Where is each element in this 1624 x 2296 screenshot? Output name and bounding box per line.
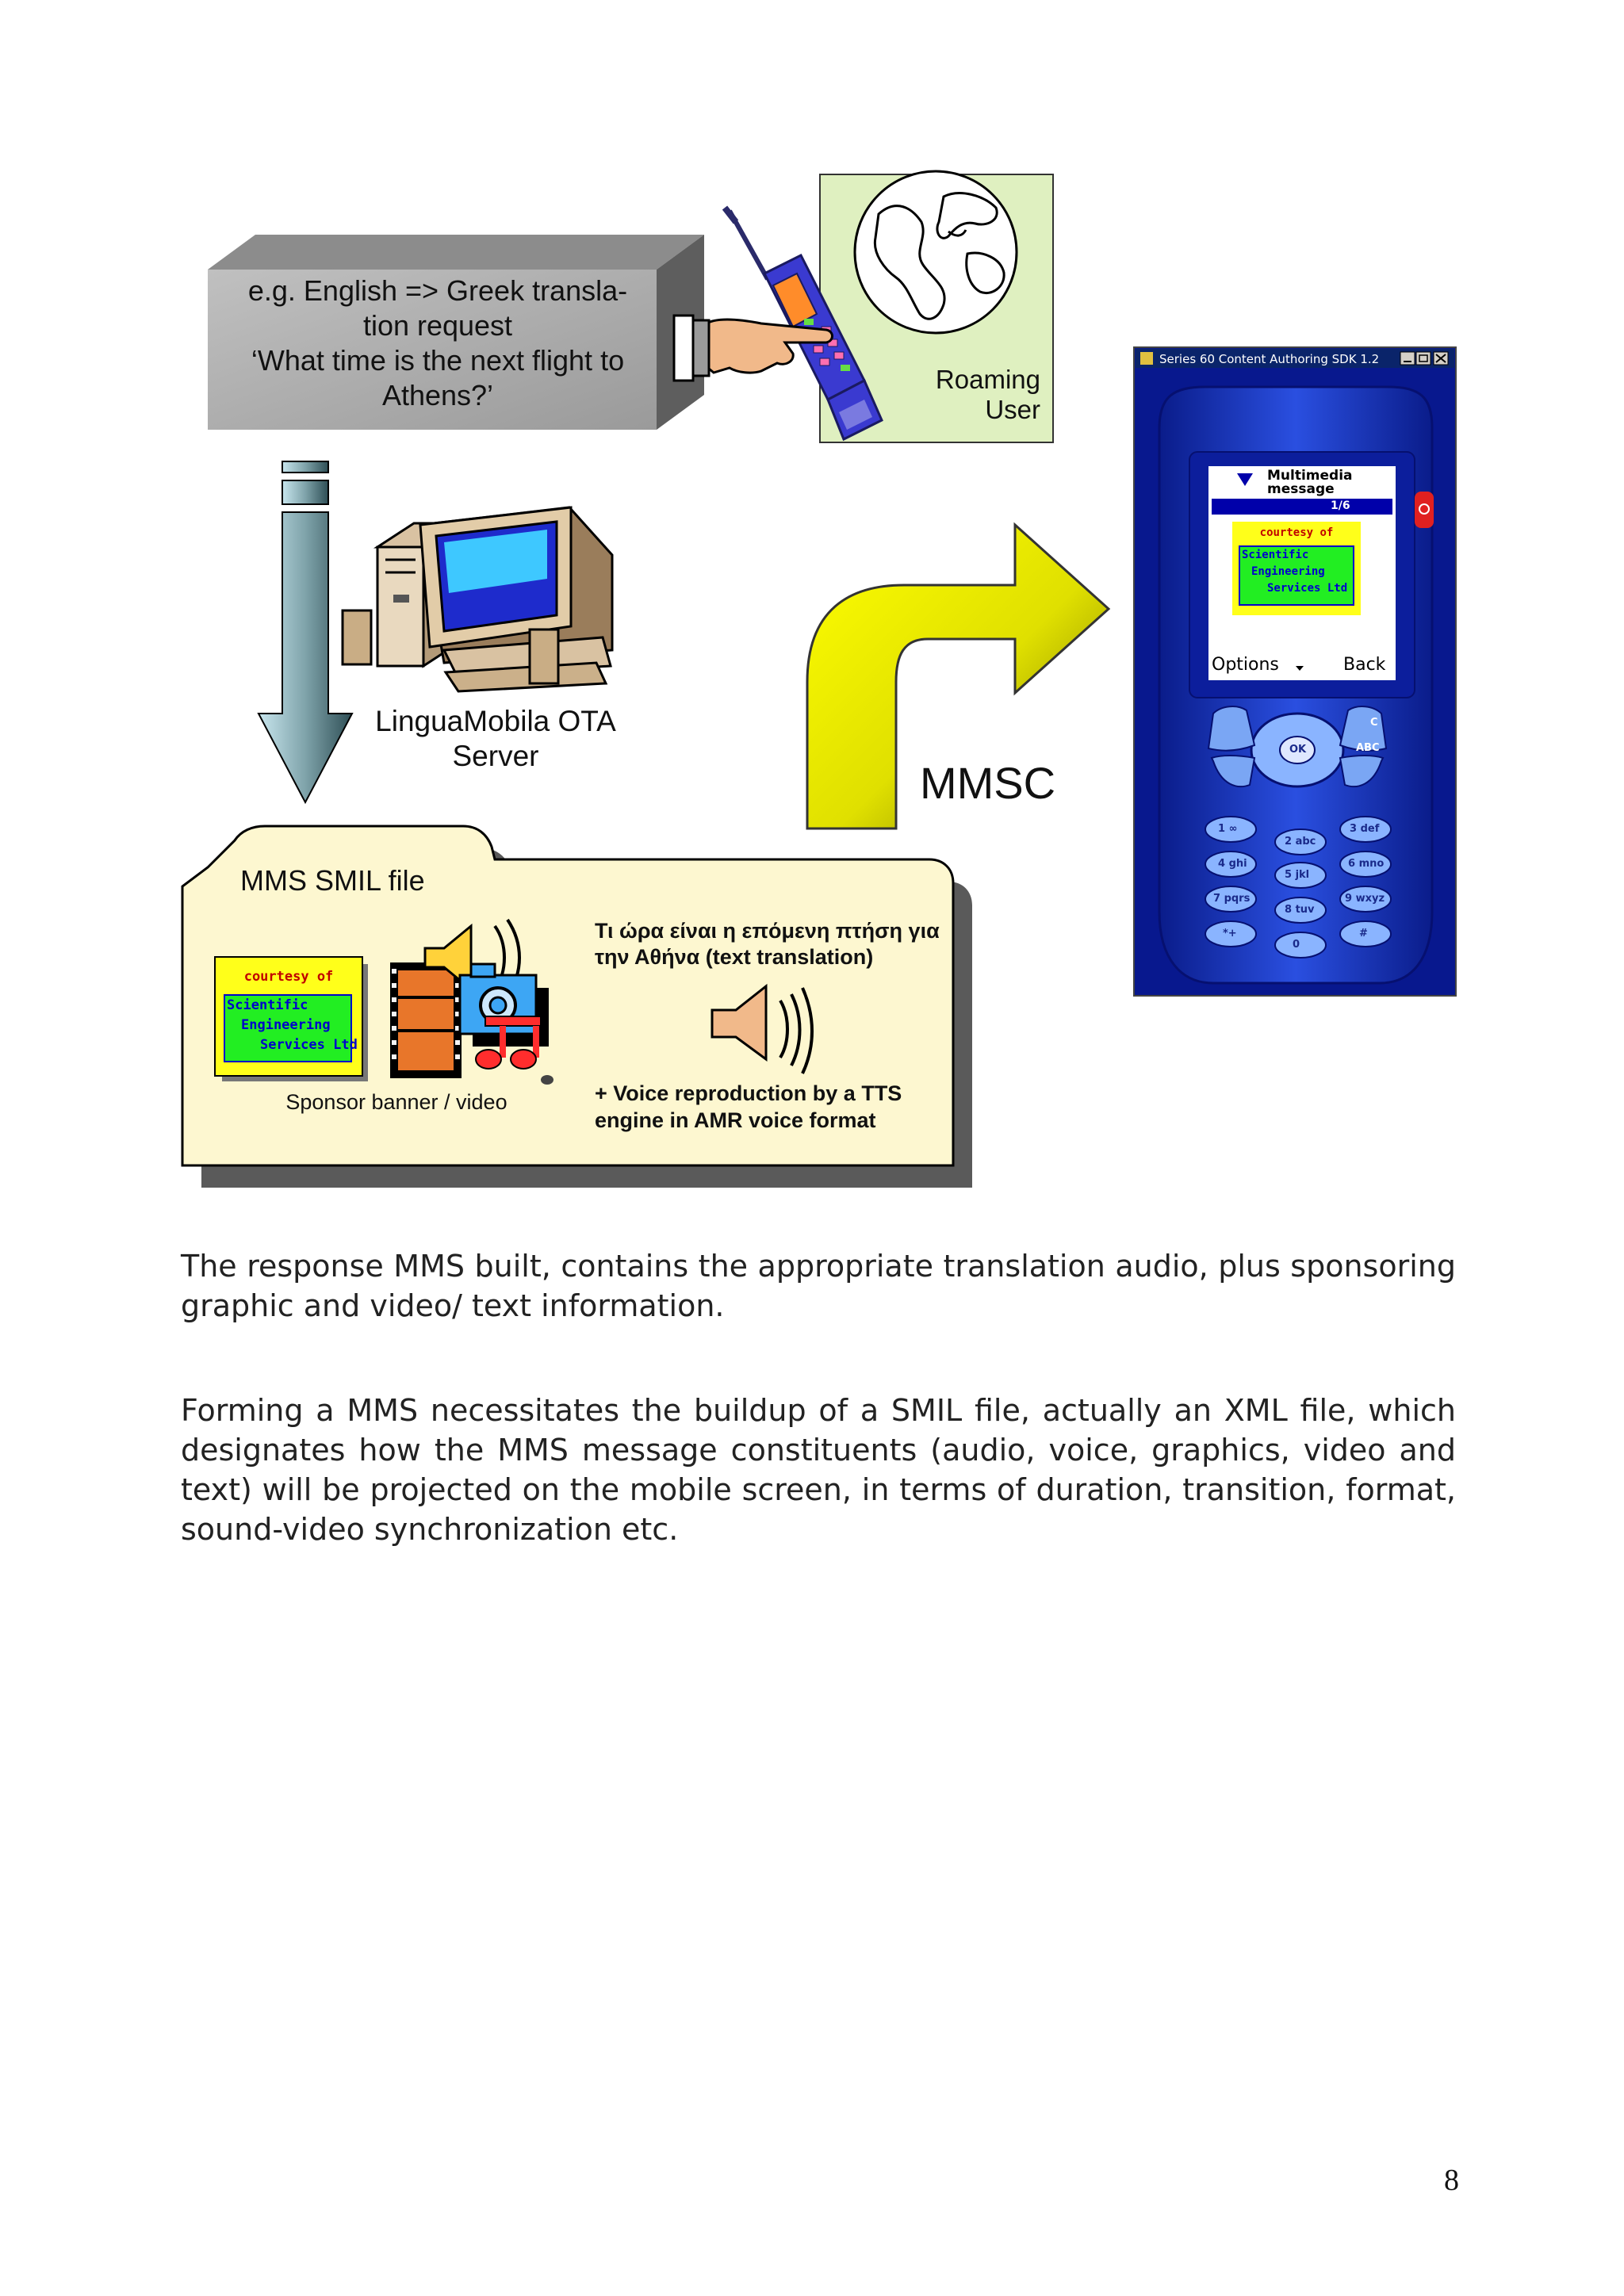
key-3[interactable]: 3 def [1350, 823, 1380, 835]
smil-file-title: MMS SMIL file [240, 864, 425, 897]
page-number: 8 [1444, 2164, 1459, 2197]
phone-keypad [1205, 706, 1392, 959]
roaming-line: User [985, 395, 1040, 424]
request-text: e.g. English => Greek transla- tion requ… [208, 274, 668, 424]
banner-company: Scientific Engineering Services Ltd [224, 994, 358, 1062]
roaming-line: Roaming [935, 365, 1040, 394]
key-0[interactable]: 0 [1293, 939, 1300, 951]
message-line: Multimedia [1267, 468, 1353, 484]
key-9[interactable]: 9 wxyz [1345, 893, 1385, 905]
banner-line: Scientific [227, 997, 308, 1013]
diagram-graphics [181, 170, 1457, 1188]
globe-icon [853, 170, 1018, 335]
options-softkey[interactable]: Options [1212, 655, 1279, 675]
down-arrow [257, 461, 354, 805]
key-hash[interactable]: # [1359, 928, 1368, 939]
key-7[interactable]: 7 pqrs [1213, 893, 1251, 905]
pointing-hand-icon [672, 314, 833, 382]
phone-banner-company: Scientific Engineering Services Ltd [1239, 545, 1354, 606]
message-line: message [1267, 481, 1335, 497]
banner-courtesy: courtesy of [243, 969, 334, 985]
key-6[interactable]: 6 mno [1348, 858, 1385, 870]
request-line: e.g. English => Greek transla- [247, 274, 628, 307]
server-line: Server [452, 740, 539, 772]
mobile-phone-icon [722, 205, 883, 442]
key-1[interactable]: 1 ∞ [1218, 823, 1238, 835]
sponsor-banner: courtesy of Scientific Engineering Servi… [214, 956, 363, 1077]
speaker-icon-large [710, 983, 814, 1074]
request-line: tion request [362, 309, 513, 342]
request-line: ‘What time is the next flight to [251, 344, 625, 377]
clear-key[interactable]: C [1370, 717, 1378, 729]
voice-reproduction-text: + Voice reproduction by a TTS engine in … [595, 1081, 902, 1132]
page-counter: 1/6 [1331, 499, 1350, 512]
phone-banner-line: Engineering [1251, 565, 1325, 578]
back-softkey[interactable]: Back [1343, 655, 1386, 675]
key-4[interactable]: 4 ghi [1218, 858, 1247, 870]
music-note-icon [475, 1016, 553, 1085]
banner-line: Services Ltd [260, 1037, 358, 1053]
download-arrow-icon [1237, 473, 1253, 486]
mmsc-arrow [806, 522, 1111, 830]
key-5[interactable]: 5 jkl [1285, 869, 1310, 881]
phone-sponsor-banner: courtesy of Scientific Engineering Servi… [1232, 522, 1361, 615]
paragraph-smil: Forming a MMS necessitates the buildup o… [181, 1393, 1456, 1547]
phone-banner-line: Services Ltd [1267, 582, 1348, 595]
options-dropdown-icon [1296, 666, 1304, 671]
smil-file-panel [181, 825, 972, 1188]
server-label: LinguaMobila OTA Server [349, 704, 642, 774]
sponsor-label: Sponsor banner / video [285, 1090, 508, 1114]
diagram: e.g. English => Greek transla- tion requ… [181, 170, 1457, 1188]
phone-message-title: Multimedia message [1267, 469, 1353, 496]
request-line: Athens?’ [381, 379, 494, 411]
banner-line: Engineering [241, 1017, 331, 1033]
phone-window-title: Series 60 Content Authoring SDK 1.2 [1159, 352, 1380, 366]
key-star[interactable]: *+ [1223, 928, 1237, 939]
computer-icon [341, 506, 614, 693]
phone-status-bar: 1/6 [1212, 499, 1392, 515]
phone-banner-courtesy: courtesy of [1259, 526, 1334, 539]
roaming-user-panel [819, 170, 1054, 443]
server-line: LinguaMobila OTA [375, 705, 616, 737]
key-2[interactable]: 2 abc [1285, 836, 1316, 848]
key-8[interactable]: 8 tuv [1285, 904, 1315, 916]
request-box [208, 235, 704, 430]
mmsc-label: MMSC [920, 758, 1056, 808]
greek-translation-text: Τι ώρα είναι η επόμενη πτήση για την Αθή… [595, 919, 940, 969]
phone-banner-line: Scientific [1242, 549, 1309, 561]
video-clip-icon [390, 962, 462, 1078]
roaming-user-label: Roaming User [825, 365, 1040, 425]
abc-key[interactable]: ABC [1356, 742, 1380, 754]
ok-key[interactable]: OK [1289, 744, 1307, 756]
paragraph-response: The response MMS built, contains the app… [181, 1249, 1456, 1323]
